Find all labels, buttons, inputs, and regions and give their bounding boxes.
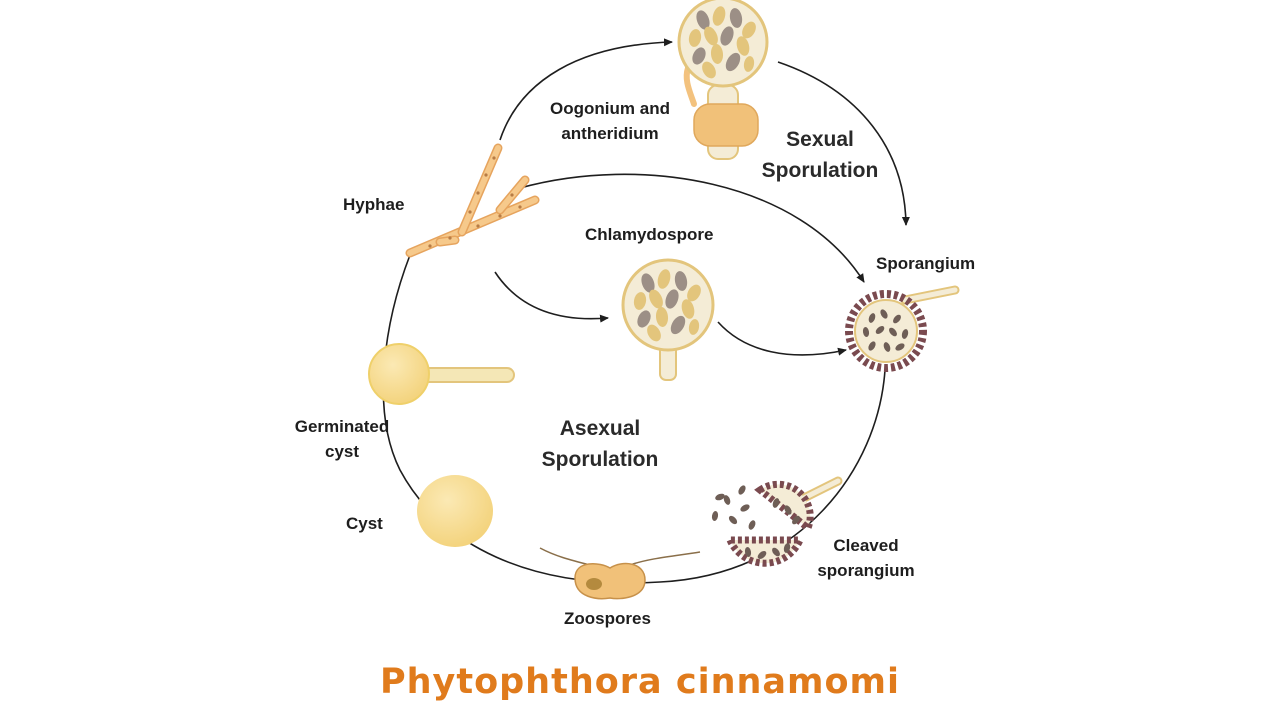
sporangium-label: Sporangium	[876, 254, 976, 273]
oogonium-to-sporangium-arrow	[777, 61, 910, 226]
hyphae-to-sporangium-arrow	[519, 173, 865, 283]
zoospores-label: Zoospores	[564, 609, 651, 628]
chlamydospore-icon	[621, 258, 715, 381]
cleaved-sporangium-icon	[711, 476, 843, 567]
oogonium-icon	[677, 0, 769, 160]
oogonium-antheridium-label: Oogonium and antheridium	[550, 99, 670, 143]
hyphae-icon	[405, 143, 540, 258]
germinated-cyst-icon	[368, 343, 515, 405]
cleaved-sporangium-label: Cleaved sporangium	[817, 536, 915, 580]
zoospore-icon	[539, 547, 701, 600]
chlamydospore-to-sporangium-arrow	[717, 321, 847, 356]
sexual-sporulation-label: Sexual Sporulation	[761, 128, 879, 182]
hyphae-to-oogonium-arrow	[499, 38, 673, 141]
cyst-label: Cyst	[346, 514, 383, 533]
cyst-icon	[417, 475, 493, 547]
asexual-sporulation-label: Asexual Sporulation	[541, 417, 659, 471]
germinated-cyst-label: Germinated cyst	[294, 417, 390, 461]
diagram-title: Phytophthora cinnamomi	[379, 662, 901, 702]
sporangium-icon	[845, 285, 960, 372]
hyphae-label: Hyphae	[343, 195, 405, 214]
hyphae-to-chlamydospore-arrow	[494, 271, 609, 323]
chlamydospore-label: Chlamydospore	[585, 225, 714, 244]
